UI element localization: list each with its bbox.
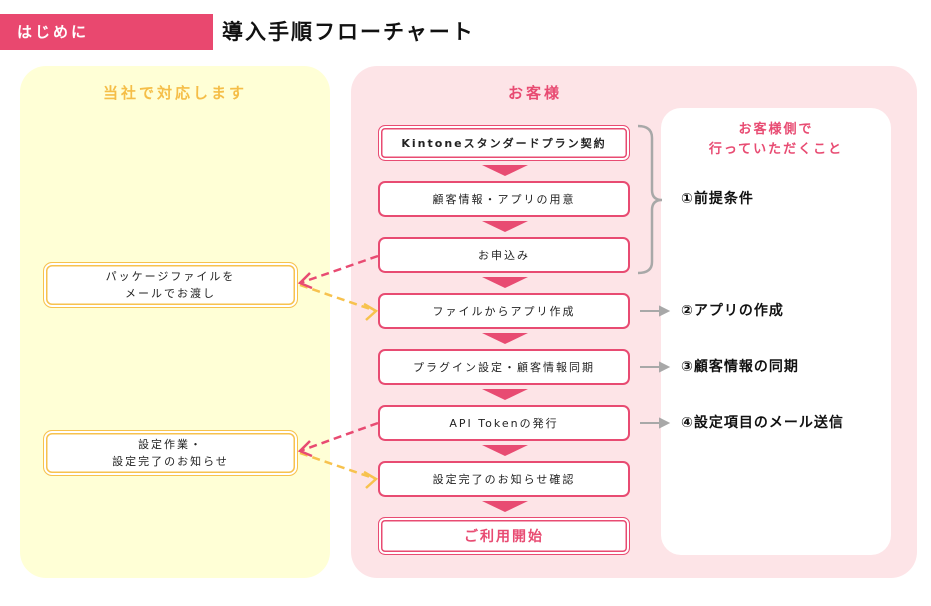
down-arrow <box>482 165 528 176</box>
company-box-send-package: パッケージファイルを メールでお渡し <box>43 262 298 308</box>
page-title: 導入手順フローチャート <box>222 20 475 44</box>
dashed-arrow-to-customer <box>299 451 377 481</box>
customer-tasks-title: お客様側で 行っていただくこと <box>661 120 891 160</box>
step-plugin-setup: プラグイン設定・顧客情報同期 <box>378 349 630 385</box>
down-arrow <box>482 277 528 288</box>
dashed-arrow-to-customer <box>299 283 377 313</box>
step-create-app: ファイルからアプリ作成 <box>378 293 630 329</box>
customer-flow-title: お客様 <box>507 84 562 102</box>
task-sync: ③顧客情報の同期 <box>681 359 799 375</box>
down-arrow <box>482 333 528 344</box>
customer-tasks-title-line: お客様側で <box>738 122 814 137</box>
down-arrow <box>482 389 528 400</box>
step-api-token: API Tokenの発行 <box>378 405 630 441</box>
customer-tasks-title-line: 行っていただくこと <box>708 142 844 157</box>
box-line: 設定作業・ <box>138 438 203 451</box>
dashed-arrow-to-company <box>299 421 379 453</box>
down-arrow <box>482 221 528 232</box>
section-tag: はじめに <box>0 14 213 50</box>
box-line: パッケージファイルを <box>105 270 236 283</box>
box-line: メールでお渡し <box>125 287 216 300</box>
down-arrow <box>482 501 528 512</box>
company-panel-title: 当社で対応します <box>102 84 247 102</box>
task-prerequisites: ①前提条件 <box>681 191 754 207</box>
down-arrow <box>482 445 528 456</box>
brace <box>637 124 663 275</box>
step-start: ご利用開始 <box>378 517 630 555</box>
customer-tasks-panel <box>661 108 891 555</box>
step-contract: Kintoneスタンダードプラン契約 <box>378 125 630 161</box>
dashed-arrow-to-company <box>299 254 379 285</box>
step-prepare: 顧客情報・アプリの用意 <box>378 181 630 217</box>
company-panel <box>20 66 330 578</box>
step-confirm: 設定完了のお知らせ確認 <box>378 461 630 497</box>
step-apply: お申込み <box>378 237 630 273</box>
task-send-email: ④設定項目のメール送信 <box>681 415 844 431</box>
box-line: 設定完了のお知らせ <box>112 455 229 468</box>
company-box-setup: 設定作業・ 設定完了のお知らせ <box>43 430 298 476</box>
task-create-app: ②アプリの作成 <box>681 303 784 319</box>
